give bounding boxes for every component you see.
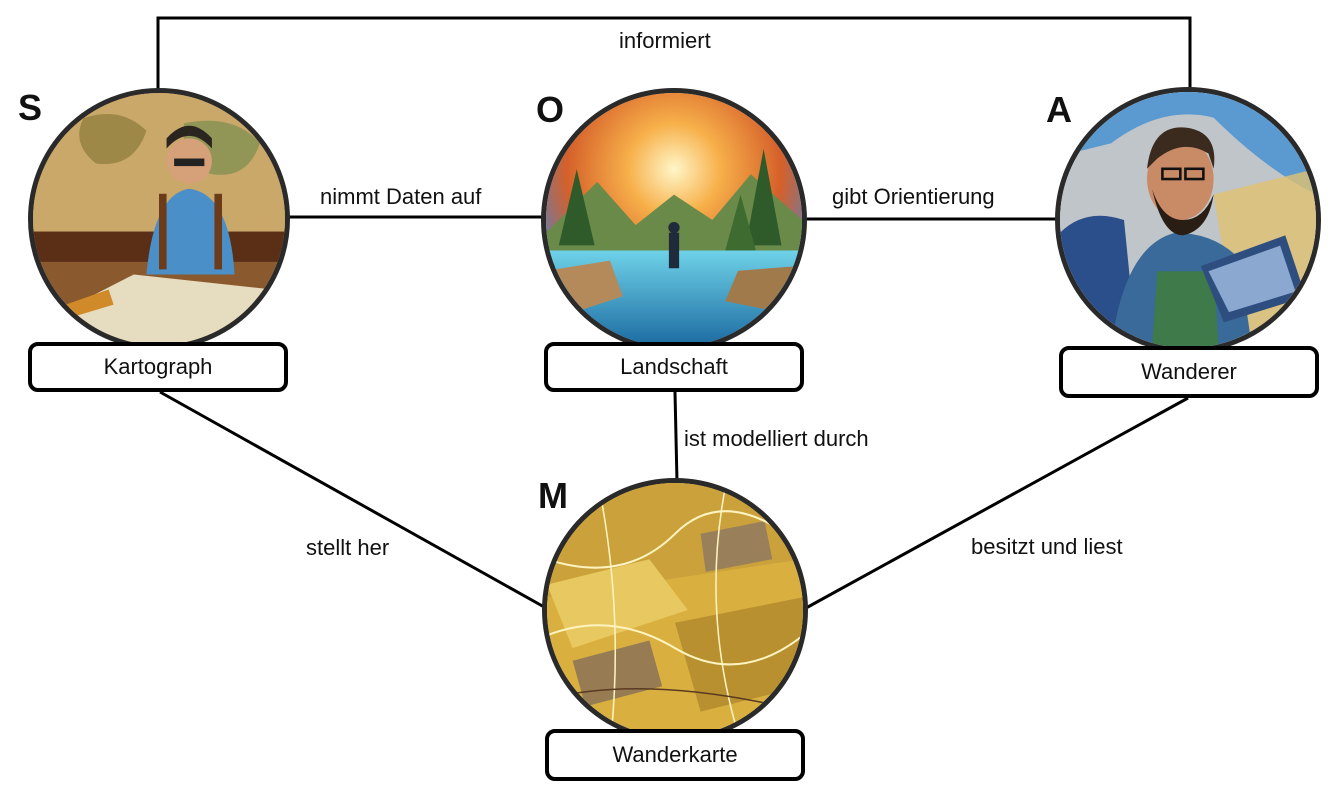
node-label-wanderkarte: Wanderkarte [545,729,805,781]
edge-stellt-her-line [159,390,547,610]
edge-informiert-line [156,16,1192,92]
edge-label-ist-modelliert-durch: ist modelliert durch [684,426,869,451]
node-label-wanderer: Wanderer [1059,346,1319,398]
node-label-kartograph: Kartograph [28,342,288,392]
node-letter-m: M [538,475,568,516]
node-label-landschaft: Landschaft [544,342,804,392]
edge-label-stellt-her: stellt her [306,535,390,560]
edge-label-gibt-orientierung: gibt Orientierung [832,184,995,209]
node-letter-a: A [1046,89,1072,130]
hiker-image [1055,87,1321,353]
edge-besitzt-und-liest-line [805,396,1189,610]
node-letter-s: S [18,87,43,128]
edge-label-besitzt-und-liest: besitzt und liest [971,534,1123,559]
edge-label-nimmt-daten-auf: nimmt Daten auf [320,184,482,209]
map-image [542,478,808,742]
node-letter-o: O [536,89,565,130]
cartographer-image [28,88,290,350]
edge-ist-modelliert-durch-line [673,391,679,483]
landscape-image [541,88,807,352]
edge-label-informiert: informiert [619,28,711,53]
